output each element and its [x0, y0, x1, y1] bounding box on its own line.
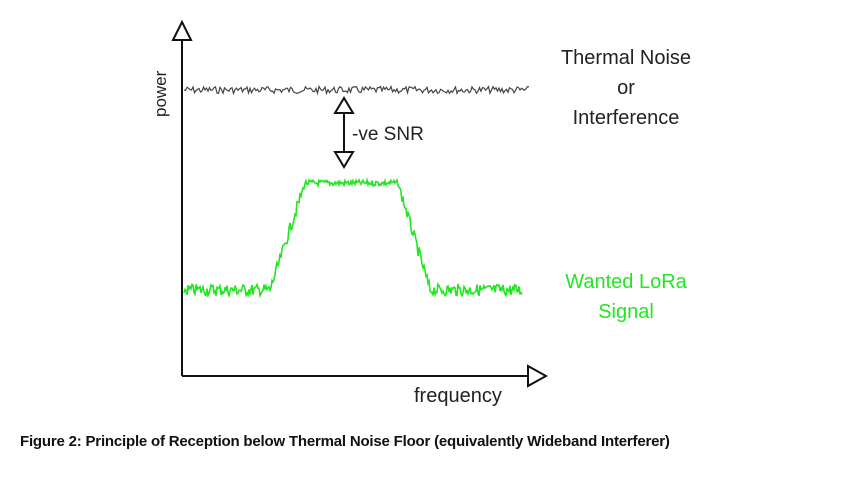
- noise-label-line2: or: [617, 77, 635, 99]
- x-axis-label: frequency: [414, 385, 502, 407]
- noise-label-line3: Interference: [573, 107, 680, 129]
- snr-arrow-down-head: [333, 151, 355, 169]
- noise-floor-trace: [183, 84, 530, 96]
- reception-diagram: power frequency -ve SNR Thermal Noise or…: [151, 19, 691, 407]
- y-axis-label: power: [151, 70, 170, 117]
- lora-signal-trace: [183, 176, 523, 299]
- y-axis-arrowhead: [171, 19, 193, 41]
- snr-double-arrow: [333, 96, 355, 169]
- noise-label-line1: Thermal Noise: [561, 47, 691, 69]
- figure-caption: Figure 2: Principle of Reception below T…: [20, 433, 670, 450]
- signal-label-line1: Wanted LoRa: [565, 271, 687, 293]
- snr-label: -ve SNR: [352, 124, 424, 145]
- snr-arrow-up-head: [333, 96, 355, 114]
- signal-label-line2: Signal: [598, 301, 654, 323]
- x-axis-arrowhead: [527, 364, 549, 388]
- axes: [171, 19, 549, 388]
